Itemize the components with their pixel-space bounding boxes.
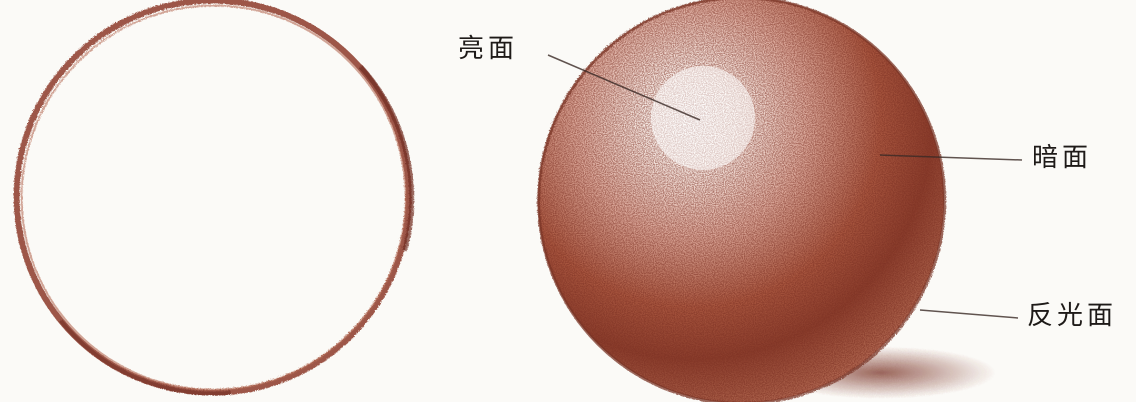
light-side-label: 亮面	[458, 36, 518, 62]
leader-line-reflect	[920, 310, 1018, 318]
shaded-sphere	[538, 0, 948, 402]
reflected-light-label: 反光面	[1027, 303, 1117, 329]
dark-side-label: 暗面	[1032, 145, 1092, 171]
outline-circle	[16, 0, 411, 393]
